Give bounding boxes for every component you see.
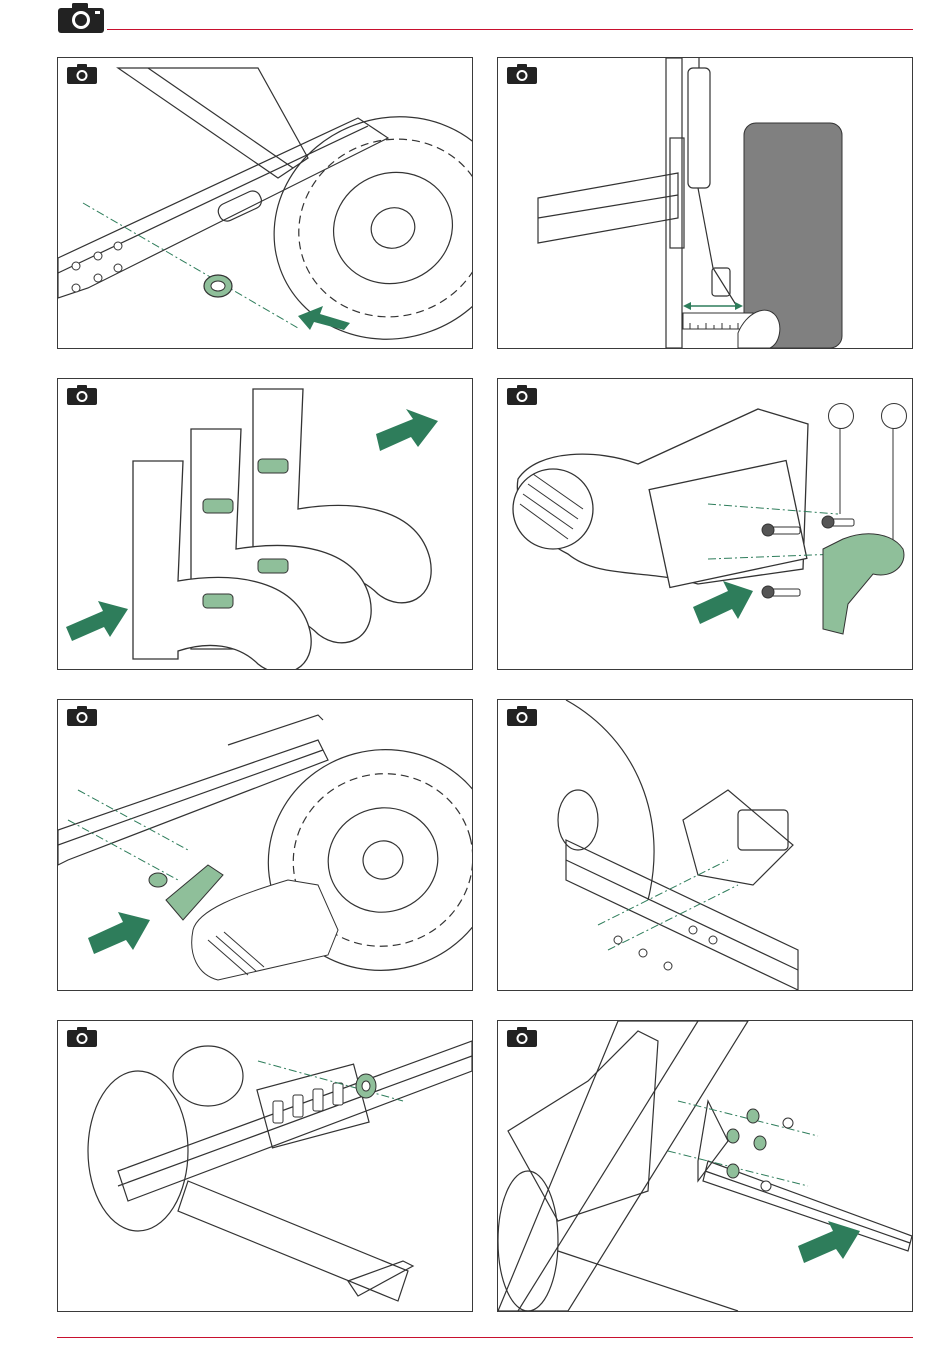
figure-6	[497, 699, 913, 991]
motor-mount-illustration	[58, 700, 472, 990]
axle-washer-illustration	[58, 58, 472, 348]
bracket-stack-illustration	[58, 379, 472, 669]
figure-4	[497, 378, 913, 670]
figure-5	[57, 699, 473, 991]
figure-3	[57, 378, 473, 670]
measurement-illustration	[498, 58, 912, 348]
callout-1	[828, 403, 854, 429]
callout-2	[881, 403, 907, 429]
figure-7	[57, 1020, 473, 1312]
camera-icon	[57, 2, 105, 34]
motor-alignment-illustration	[498, 700, 912, 990]
figure-2	[497, 57, 913, 349]
header-rule	[107, 29, 913, 30]
figure-1	[57, 57, 473, 349]
frame-washer-illustration	[58, 1021, 472, 1311]
figure-8	[497, 1020, 913, 1312]
crossbar-fixing-illustration	[498, 1021, 912, 1311]
footer-rule	[57, 1337, 913, 1338]
